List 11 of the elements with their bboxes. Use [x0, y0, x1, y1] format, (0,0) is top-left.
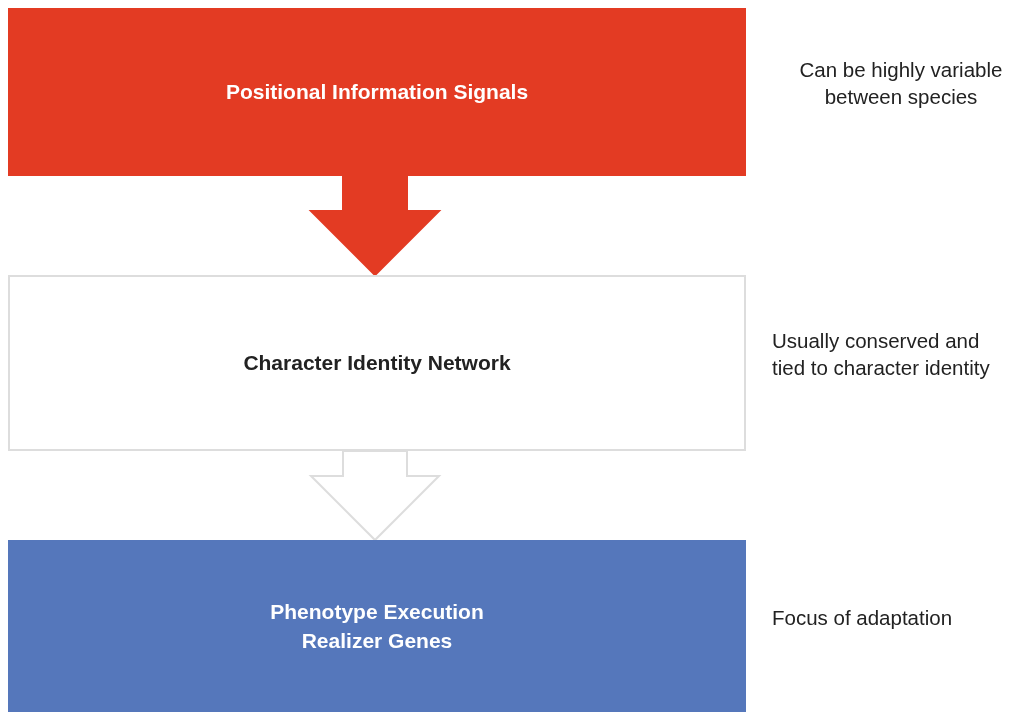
box-label: Positional Information Signals — [225, 79, 529, 106]
box-label: Character Identity Network — [243, 350, 511, 377]
box-label: Phenotype Execution Realizer Genes — [269, 598, 485, 654]
side-note: Can be highly variable between species — [798, 57, 1004, 110]
block-arrow — [308, 450, 442, 542]
side-note: Focus of adaptation — [772, 604, 954, 631]
process-box — [8, 540, 746, 712]
block-arrow — [308, 175, 442, 277]
side-note: Usually conserved and tied to character identity — [772, 328, 991, 381]
process-box — [8, 275, 746, 451]
process-box — [8, 8, 746, 176]
